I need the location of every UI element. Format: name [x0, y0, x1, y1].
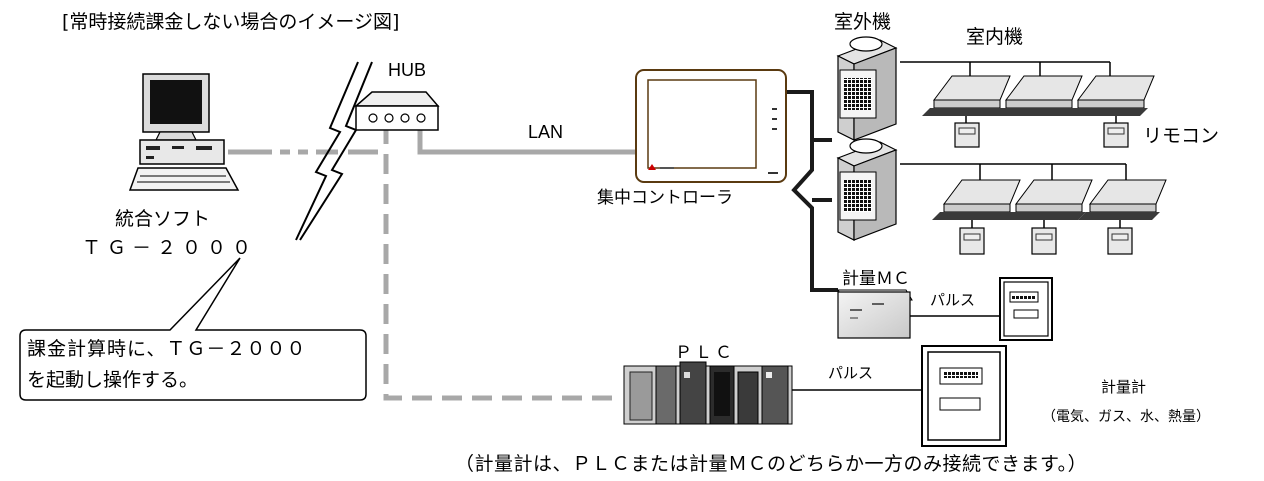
- pulse-label-mc: パルス: [930, 291, 976, 309]
- outdoor-unit-label: 室外機: [834, 11, 892, 33]
- pc-computer-icon: [128, 73, 240, 191]
- indoor-unit-icon: [1066, 75, 1155, 116]
- metering-mc-icon: [837, 289, 913, 339]
- plc-dashed-line: [383, 124, 622, 401]
- meter-icon-large: [921, 345, 1007, 447]
- outdoor-unit-icon-2: [836, 138, 898, 241]
- indoor-unit-label: 室内機: [966, 26, 1024, 48]
- meter-icon-small: [999, 277, 1053, 341]
- lan-label: LAN: [528, 122, 564, 142]
- indoor-unit-icon: [932, 179, 1021, 220]
- remote-controller-icon: [959, 227, 985, 255]
- hub-icon: [354, 91, 440, 131]
- remote-controller-icon: [954, 122, 980, 148]
- pulse-label-plc: パルス: [828, 364, 874, 382]
- callout-bubble: [19, 257, 367, 401]
- indoor-unit-row-2: [932, 179, 1167, 220]
- plc-icon: [623, 361, 793, 425]
- meter-types-label: （電気、ガス、水、熱量）: [1042, 409, 1210, 425]
- software-name-label: 統合ソフト: [115, 208, 211, 230]
- software-version-label: ＴＧ－２０００: [82, 237, 258, 259]
- controller-bus: [784, 90, 838, 292]
- indoor-wiring: [790, 61, 1127, 391]
- plc-label: ＰＬＣ: [675, 343, 735, 363]
- indoor-unit-icon: [1004, 179, 1093, 220]
- meter-label: 計量計: [1101, 378, 1147, 396]
- callout-text-line1: 課金計算時に、ＴＧ－２０００: [27, 338, 307, 360]
- lightning-icon: [295, 61, 359, 241]
- remote-controller-icon: [1107, 227, 1133, 255]
- remote-controller-icon: [1031, 227, 1057, 255]
- remote-controllers: [954, 122, 1133, 255]
- remote-controller-icon: [1103, 122, 1129, 148]
- indoor-unit-row-1: [922, 75, 1155, 116]
- indoor-unit-icon: [1078, 179, 1167, 220]
- callout-text-line2: を起動し操作する。: [27, 369, 199, 391]
- indoor-unit-icon: [994, 75, 1083, 116]
- indoor-unit-icon: [922, 75, 1011, 116]
- hub-label: HUB: [388, 60, 427, 80]
- central-controller-label: 集中コントローラ: [597, 188, 733, 208]
- footnote-text: （計量計は、ＰＬＣまたは計量ＭＣのどちらか一方のみ接続できます。）: [455, 453, 1088, 475]
- outdoor-unit-icon: [836, 36, 898, 141]
- lightning-icon-outline: [299, 61, 373, 241]
- central-controller-icon: [635, 69, 787, 183]
- diagram-title: [常時接続課金しない場合のイメージ図]: [62, 11, 400, 33]
- remote-controller-label: リモコン: [1143, 125, 1220, 147]
- metering-mc-label: 計量ＭＣ: [842, 269, 910, 289]
